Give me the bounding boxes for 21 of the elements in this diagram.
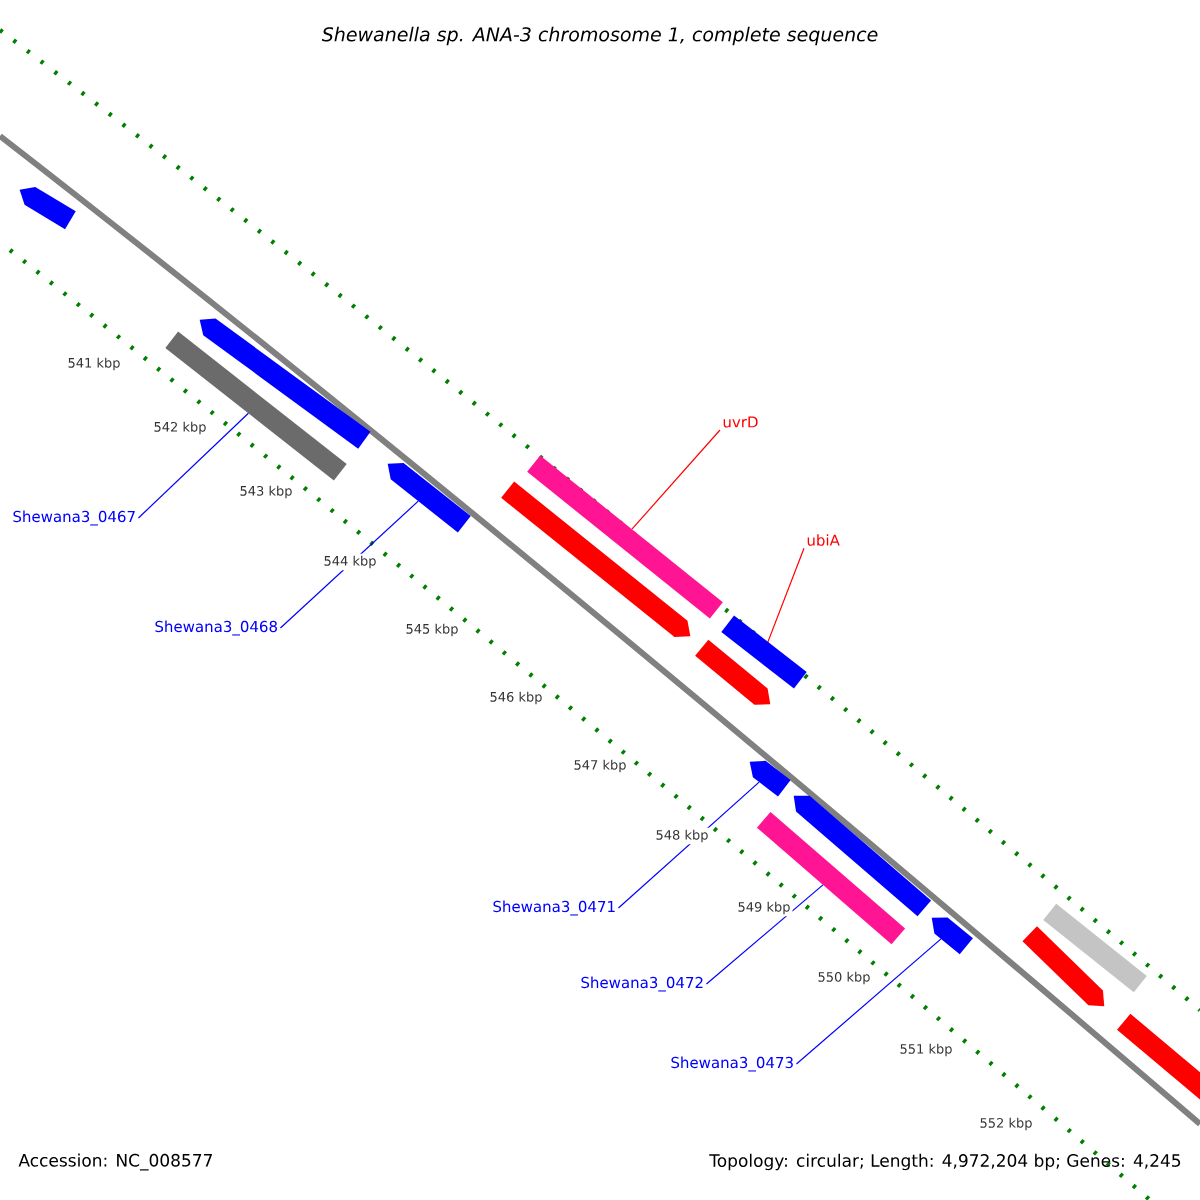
leader-line (767, 547, 805, 643)
gene-block (1022, 926, 1105, 1007)
gene-block (1043, 903, 1147, 993)
gene-block (501, 481, 691, 637)
gene-block (931, 917, 973, 955)
gene-block (749, 760, 791, 797)
leader-line (795, 938, 942, 1065)
gene-block (793, 795, 932, 917)
title: Shewanella sp. ANA-3 chromosome 1, complete sequence (321, 26, 878, 46)
gene-block (387, 463, 471, 533)
leader-line (137, 412, 249, 519)
gene-block (1117, 1013, 1200, 1105)
gene-block (19, 187, 76, 230)
leader-line (279, 500, 419, 629)
topology-text: Topology: circular; Length: 4,972,204 bp; Genes: 4,245 (709, 1153, 1181, 1171)
gene-block (527, 455, 723, 619)
accession-text: Accession: NC_008577 (18, 1153, 212, 1171)
gene-block (721, 615, 807, 689)
gene-block (695, 639, 771, 705)
leader-line (631, 429, 721, 530)
leader-line (705, 884, 824, 985)
